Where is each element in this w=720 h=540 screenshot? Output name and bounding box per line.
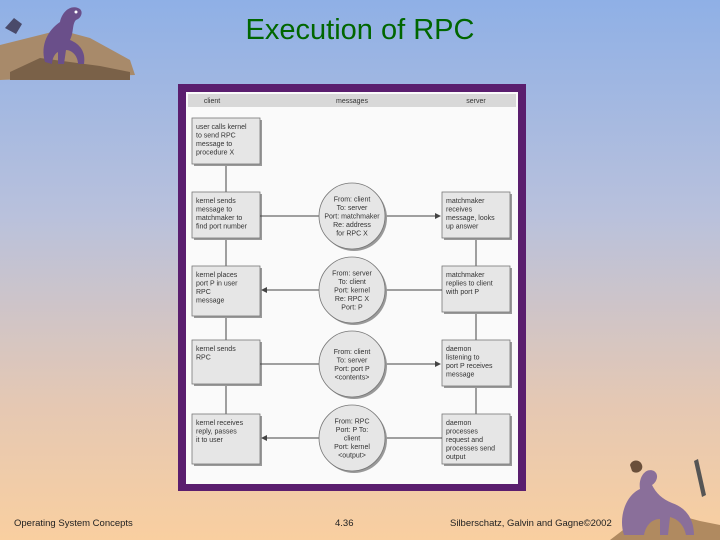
server-box-text: processes [446, 429, 478, 436]
message-bubble [318, 182, 386, 250]
client-box-text: RPC [196, 355, 211, 362]
server-box [441, 191, 511, 239]
message-text: From: client [334, 349, 371, 356]
client-box-text: kernel receives [196, 420, 244, 427]
client-box-text: message to [196, 141, 232, 148]
message-text: To: server [337, 205, 368, 212]
client-box-text: port P in user [196, 281, 238, 288]
client-box-text: kernel sends [196, 346, 236, 353]
client-box-text: message [196, 298, 225, 305]
message-text: Port: kernel [334, 444, 370, 451]
message-text: Port: P To: [336, 427, 368, 434]
server-box-text: message, looks [446, 215, 495, 222]
message-bubble [318, 330, 386, 398]
message-text: Port: matchmaker [324, 214, 380, 221]
server-box-text: replies to client [446, 281, 493, 288]
server-box-text: with port P [445, 289, 479, 296]
message-text: <output> [338, 453, 366, 460]
server-box [441, 265, 511, 313]
client-box [191, 413, 261, 465]
server-box-text: port P receives [446, 363, 493, 370]
message-text: for RPC X [336, 231, 368, 238]
client-box [191, 191, 261, 239]
client-box-text: user calls kernel [196, 124, 247, 131]
server-box-text: message [446, 372, 475, 379]
column-header-server: server [466, 98, 486, 105]
server-box-text: daemon [446, 420, 471, 427]
column-header-messages: messages [336, 98, 368, 105]
message-text: Re: RPC X [335, 296, 370, 303]
client-box-text: RPC [196, 289, 211, 296]
server-box-text: matchmaker [446, 198, 485, 205]
dinosaur-logo-top [0, 7, 135, 80]
message-text: To: server [337, 357, 368, 364]
message-text: Port: P [341, 305, 363, 312]
server-box-text: up answer [446, 224, 479, 231]
client-box-text: kernel sends [196, 198, 236, 205]
footer-course: Operating System Concepts [14, 518, 133, 529]
message-text: From: RPC [335, 419, 370, 426]
message-text: client [344, 436, 360, 443]
dinosaur-logo-bottom [610, 459, 720, 540]
message-text: From: server [332, 271, 372, 278]
header-band [188, 94, 516, 107]
client-box-text: procedure X [196, 150, 234, 157]
client-box-text: find port number [196, 224, 248, 231]
client-box-text: message to [196, 207, 232, 214]
client-box-text: matchmaker to [196, 215, 242, 222]
client-box-text: reply, passes [196, 429, 237, 436]
footer-copyright: Silberschatz, Galvin and Gagne©2002 [450, 518, 612, 529]
client-box [191, 265, 261, 317]
slide-title: Execution of RPC [245, 14, 475, 46]
client-box-text: kernel places [196, 272, 238, 279]
server-box-text: processes send [446, 446, 495, 453]
server-box-text: output [446, 454, 466, 461]
server-box [441, 339, 511, 387]
client-box [191, 339, 261, 385]
message-text: Re: address [333, 222, 371, 229]
client-box [191, 117, 261, 165]
message-text: <contents> [335, 374, 370, 381]
client-box-text: to send RPC [196, 133, 236, 140]
rpc-figure: client messages server user calls kernel to … [186, 92, 518, 484]
message-text: Port: kernel [334, 288, 370, 295]
column-header-client: client [204, 98, 220, 105]
server-box-text: request and [446, 437, 483, 444]
server-box [441, 413, 511, 465]
server-box-text: receives [446, 207, 473, 214]
footer-page-number: 4.36 [335, 518, 354, 529]
message-text: From: client [334, 197, 371, 204]
server-box-text: matchmaker [446, 272, 485, 279]
message-text: Port: port P [334, 366, 370, 373]
message-text: To: client [338, 279, 366, 286]
client-box-text: it to user [196, 437, 224, 444]
server-box-text: listening to [446, 355, 480, 362]
server-box-text: daemon [446, 346, 471, 353]
rpc-diagram: client messages server user calls kernel to … [188, 94, 516, 473]
message-bubble [318, 404, 386, 472]
message-bubble [318, 256, 386, 324]
